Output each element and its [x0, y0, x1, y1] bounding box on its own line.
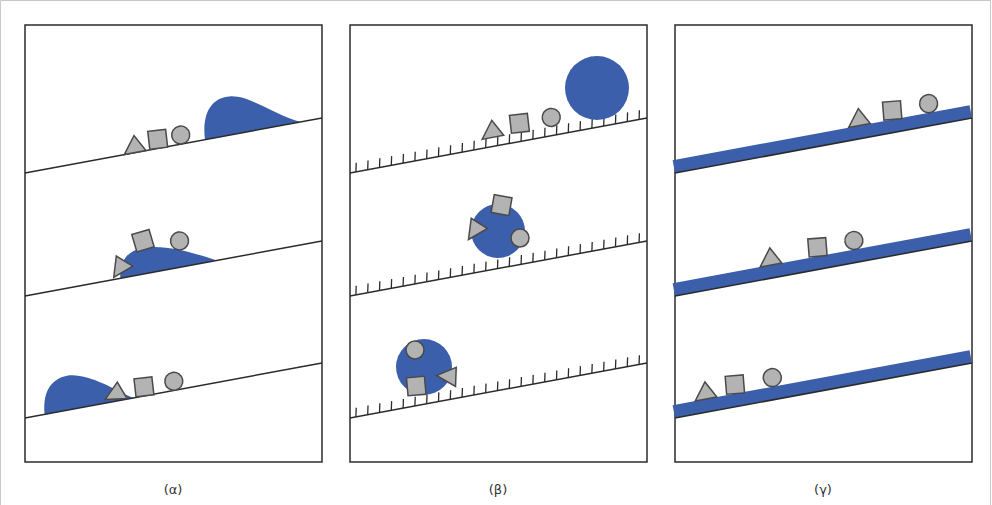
incline-line: [675, 363, 972, 418]
square-object: [134, 377, 154, 397]
triangle-object: [436, 361, 464, 387]
panel-frame: [25, 25, 322, 462]
liquid-wave: [116, 235, 217, 278]
square-object: [406, 376, 426, 396]
incline-line: [350, 363, 647, 418]
square-object: [491, 195, 512, 216]
panel-label: (β): [468, 482, 528, 498]
incline-row: [18, 80, 322, 173]
triangle-object: [121, 134, 146, 155]
square-object: [882, 101, 901, 120]
incline-row: [19, 330, 322, 419]
incline-row: [17, 199, 322, 296]
triangle-object: [846, 107, 871, 128]
triangle-object: [104, 382, 127, 400]
incline-line: [675, 118, 972, 173]
circle-object: [406, 341, 424, 359]
incline-row: [669, 210, 972, 296]
smooth-surface-band: [673, 105, 972, 173]
square-object: [132, 229, 154, 251]
blue-ball: [396, 339, 452, 395]
incline-line: [350, 118, 647, 173]
circle-object: [762, 367, 783, 388]
blue-ball: [565, 56, 629, 120]
incline-row: [348, 354, 647, 418]
triangle-object: [479, 119, 504, 140]
square-object: [148, 129, 168, 149]
circle-object: [511, 229, 529, 247]
square-object: [808, 238, 827, 257]
panel-label: (α): [143, 482, 203, 498]
square-object: [509, 113, 529, 133]
triangle-object: [692, 380, 717, 401]
circle-object: [169, 230, 190, 251]
triangle-object: [757, 246, 782, 267]
circle-object: [541, 107, 562, 128]
incline-line: [25, 241, 322, 296]
circle-object: [843, 230, 864, 251]
incline-line: [25, 118, 322, 173]
incline-line: [25, 363, 322, 418]
square-object: [725, 375, 744, 394]
triangle-object: [460, 214, 488, 240]
panel-frame: [350, 25, 647, 462]
circle-object: [170, 125, 191, 146]
incline-row: [669, 332, 972, 418]
smooth-surface-band: [673, 350, 972, 418]
circle-object: [918, 93, 939, 114]
incline-row: [669, 87, 972, 173]
circle-object: [163, 371, 184, 392]
panel-label: (γ): [793, 482, 853, 498]
triangle-object: [105, 251, 133, 277]
smooth-surface-band: [673, 228, 972, 296]
